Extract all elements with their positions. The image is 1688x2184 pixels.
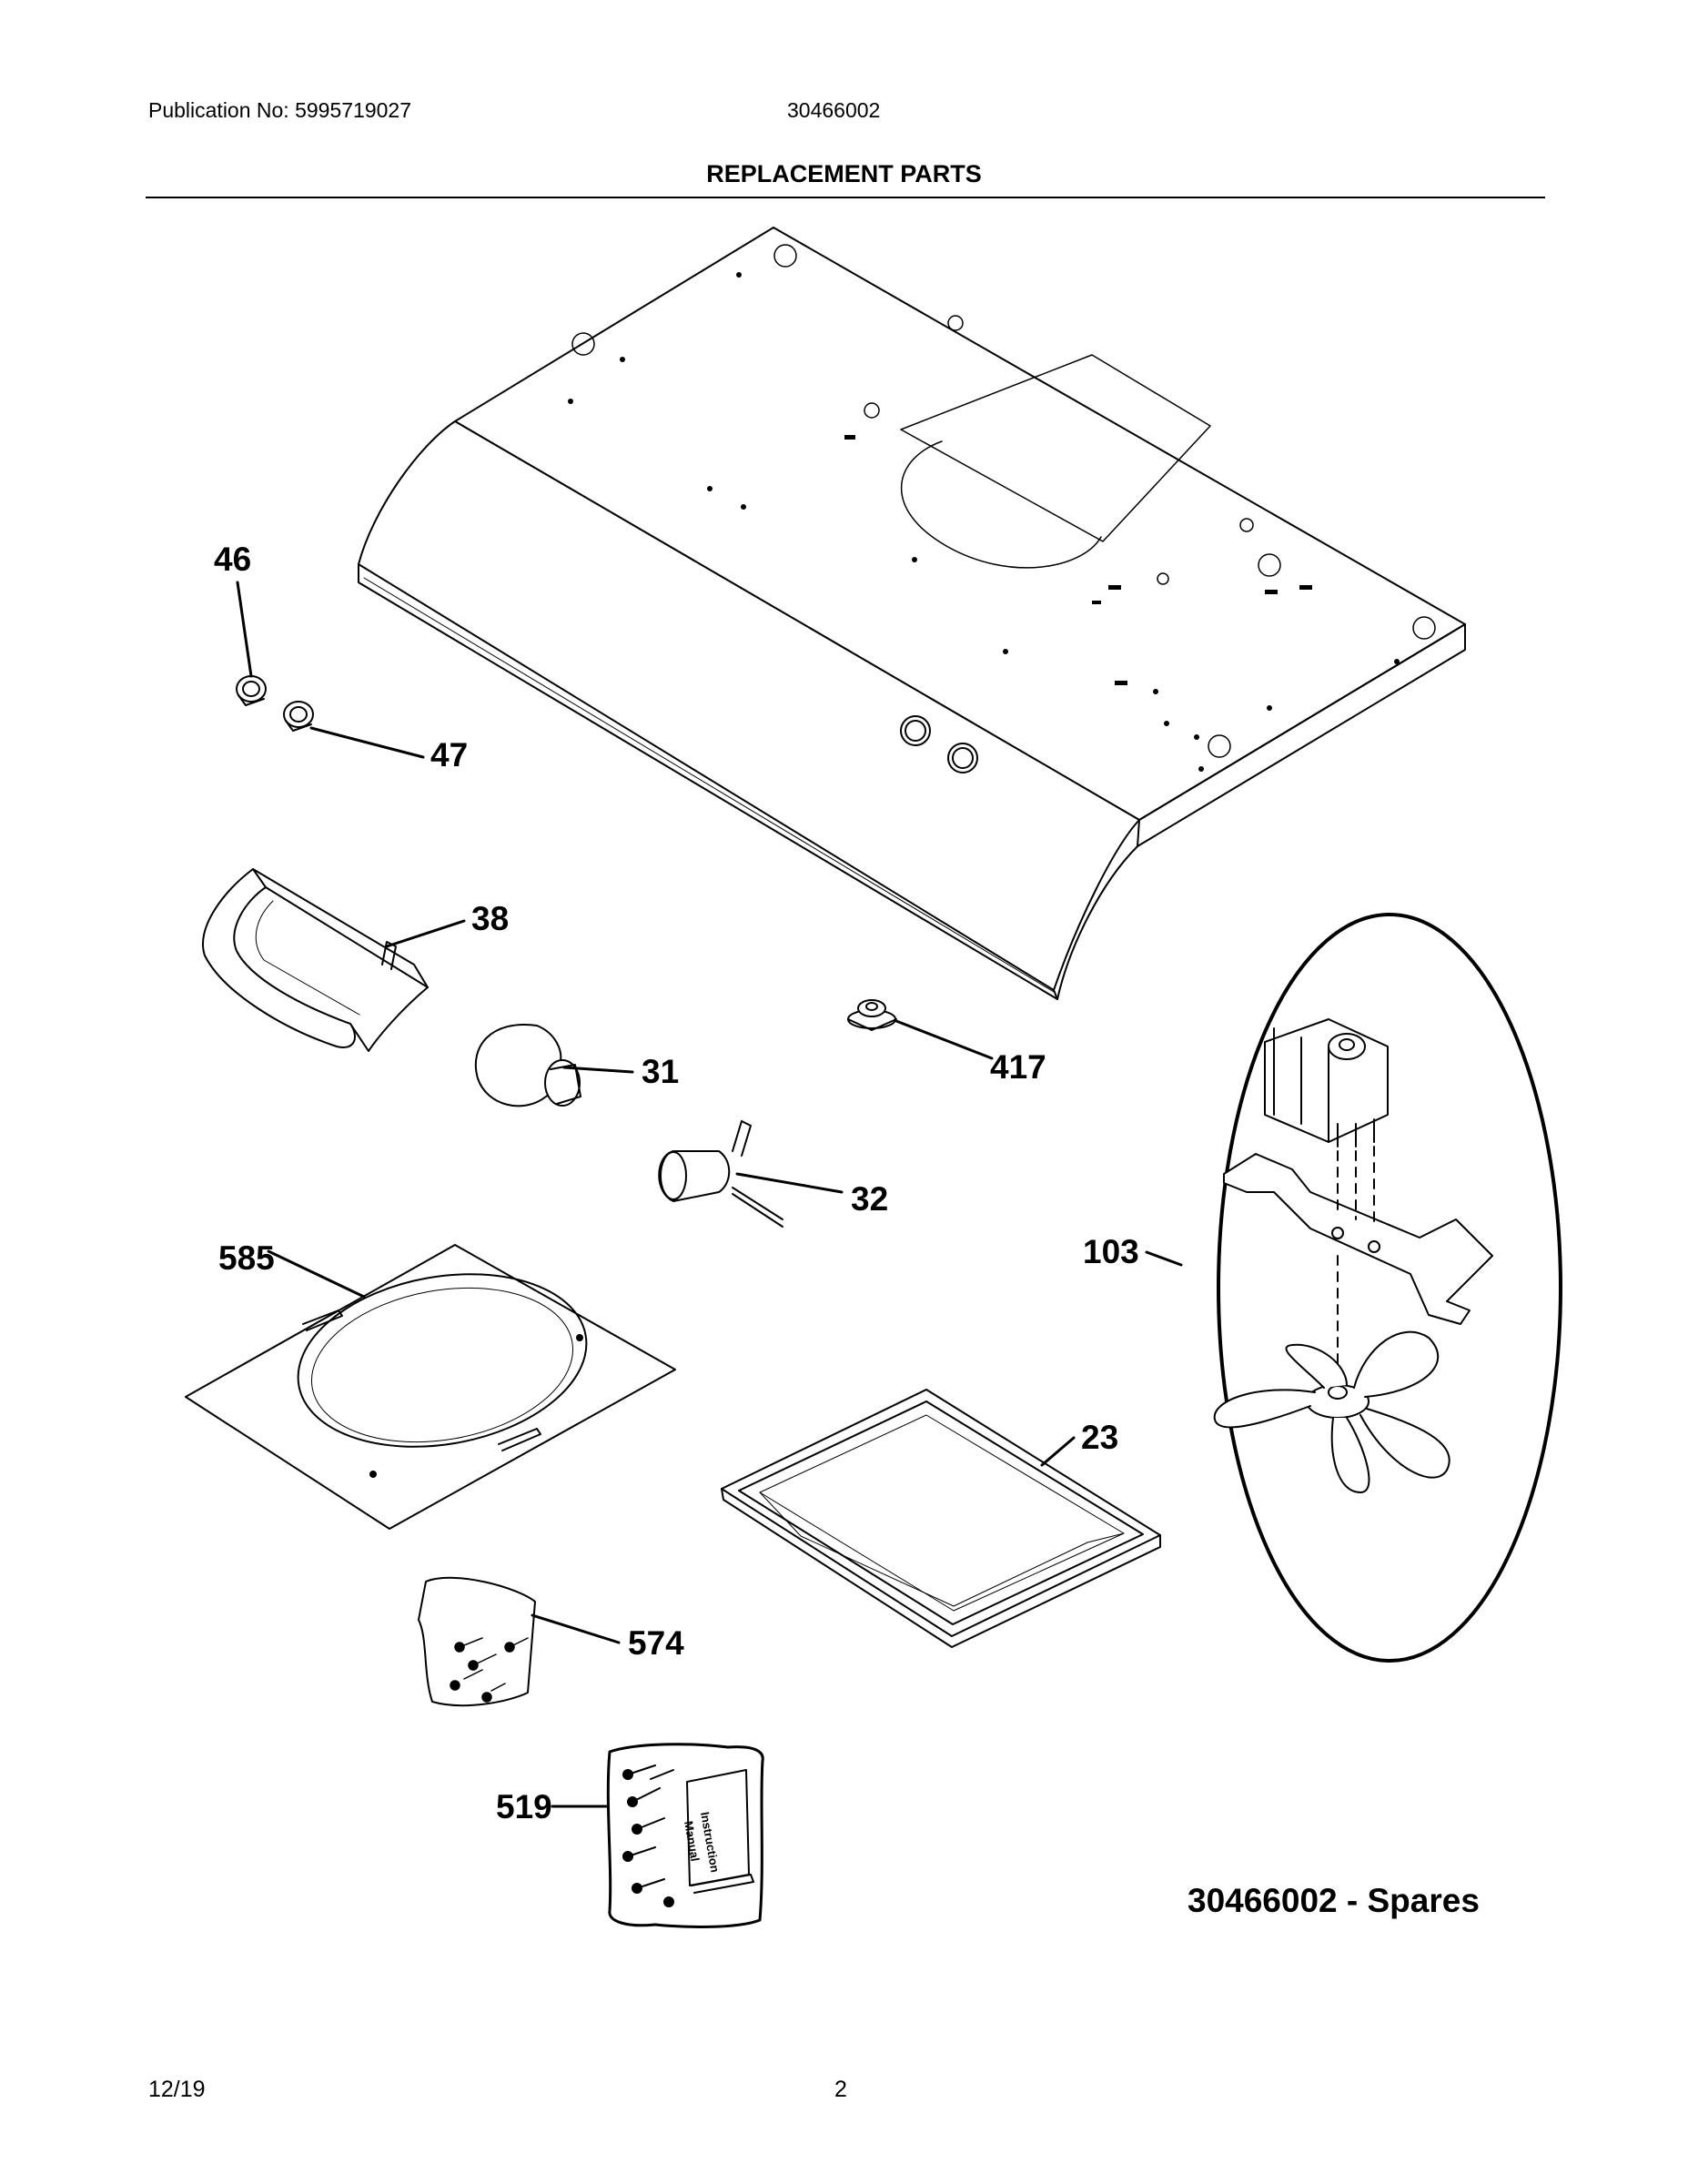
publication-number: Publication No: 5995719027 — [148, 98, 412, 122]
push-button-46 — [236, 675, 267, 706]
leader-103 — [1145, 1250, 1183, 1267]
part-label-574: 574 — [628, 1624, 684, 1662]
keyhole-mount-icons — [571, 244, 1436, 758]
range-hood-body — [358, 227, 1466, 1000]
thermostat-417 — [847, 999, 897, 1031]
leader-585 — [267, 1249, 366, 1299]
page-title: REPLACEMENT PARTS — [706, 160, 982, 187]
part-label-103: 103 — [1083, 1233, 1139, 1270]
hardware-bag-574 — [418, 1576, 536, 1707]
part-label-31: 31 — [642, 1053, 679, 1090]
leader-47 — [309, 726, 425, 759]
motor-fan-assembly-103 — [1213, 913, 1562, 1663]
part-label-417: 417 — [990, 1048, 1046, 1086]
panel-slot-icons — [568, 272, 1400, 772]
light-bulb-31 — [474, 1024, 581, 1107]
leader-46 — [236, 581, 253, 678]
manual-pack-519: Instruction Manual — [606, 1743, 764, 1928]
leader-574 — [531, 1613, 621, 1644]
part-label-47: 47 — [430, 736, 468, 774]
grease-filter-23 — [721, 1389, 1161, 1648]
screw-icons — [450, 1637, 529, 1703]
lamp-socket-32 — [658, 1120, 783, 1228]
front-button-holes — [900, 715, 978, 774]
adapter-plate-585 — [185, 1244, 676, 1530]
leader-31 — [562, 1066, 634, 1074]
leader-32 — [735, 1172, 844, 1194]
part-label-23: 23 — [1081, 1419, 1118, 1456]
push-button-47 — [283, 701, 314, 732]
diagram-caption: 30466002 - Spares — [1188, 1882, 1480, 1919]
leader-23 — [1040, 1436, 1076, 1467]
part-label-46: 46 — [214, 541, 251, 578]
model-number: 30466002 — [787, 98, 881, 122]
part-label-38: 38 — [471, 900, 509, 937]
leader-38 — [385, 919, 466, 948]
part-label-519: 519 — [496, 1788, 552, 1825]
part-label-585: 585 — [218, 1239, 275, 1277]
leader-417 — [895, 1019, 994, 1060]
page-number: 2 — [834, 2077, 847, 2102]
header-rule — [146, 197, 1545, 198]
screw-icons — [622, 1764, 674, 1907]
part-label-32: 32 — [851, 1180, 888, 1218]
footer-date: 12/19 — [148, 2077, 206, 2102]
light-lens-38 — [202, 868, 429, 1052]
